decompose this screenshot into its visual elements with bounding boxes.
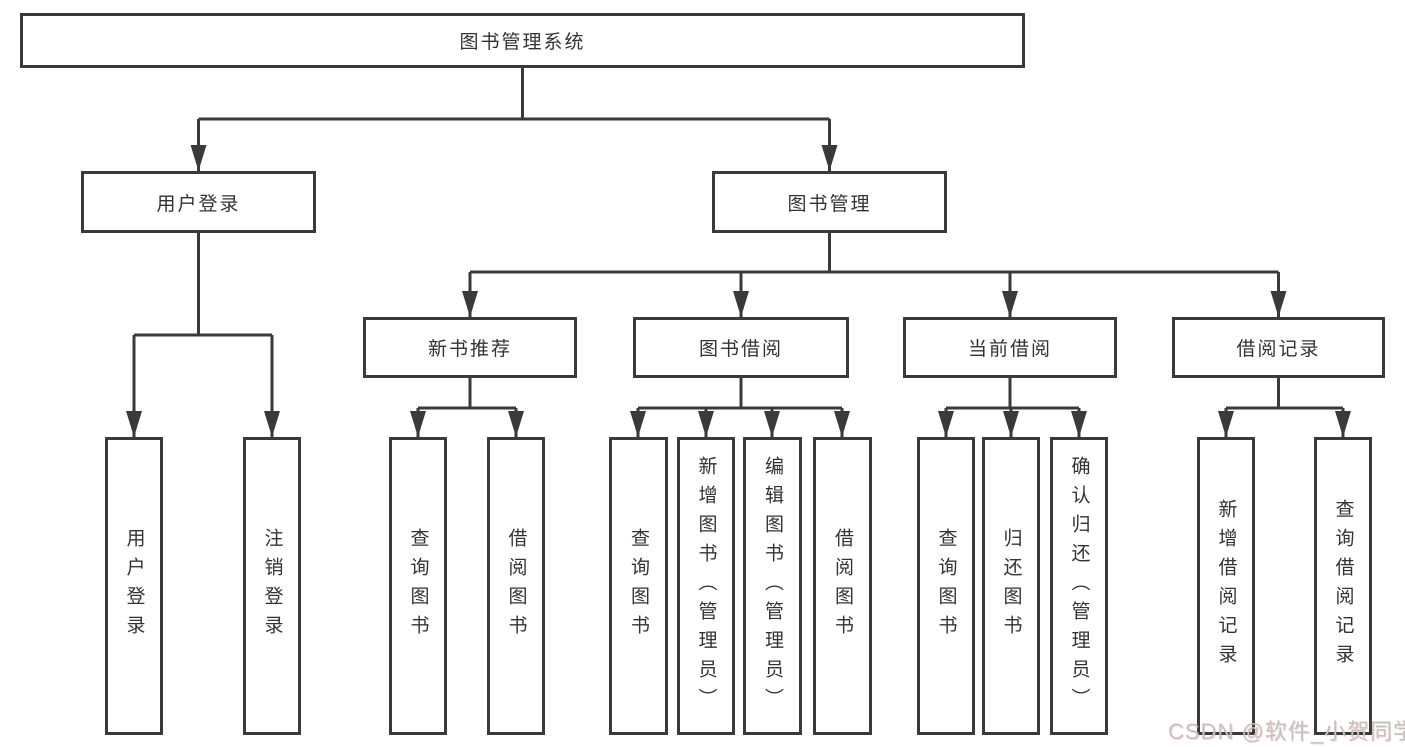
node-leaf-borrow-query-books: 查询图书 [609,437,668,735]
leaf-label: 借阅图书 [832,528,853,644]
leaf-label: 查询借阅记录 [1332,499,1354,673]
node-current-borrowing: 当前借阅 [903,317,1117,378]
node-book-borrowing: 图书借阅 [633,317,849,378]
leaf-label: 查询图书 [935,528,957,644]
node-borrow-records: 借阅记录 [1172,317,1385,378]
node-leaf-borrow-borrow-books: 借阅图书 [813,437,872,735]
node-leaf-current-return-books: 归还图书 [982,437,1040,735]
node-leaf-logout: 注销登录 [243,437,301,735]
node-leaf-borrow-edit-books-admin: 编辑图书（管理员） [743,437,802,735]
node-leaf-newrec-query-books: 查询图书 [389,437,447,735]
leaf-label: 归还图书 [1000,528,1022,644]
arrowheads [126,145,1351,437]
node-leaf-borrow-add-books-admin: 新增图书（管理员） [677,437,735,735]
csdn-watermark: CSDN @软件_小贺同学 [1168,719,1405,744]
leaf-label: 新增借阅记录 [1215,499,1237,673]
node-leaf-current-query-books: 查询图书 [917,437,975,735]
leaf-label: 新增图书（管理员） [695,455,717,717]
leaf-label: 用户登录 [123,528,145,644]
leaf-label: 注销登录 [261,528,283,644]
node-new-book-recommend: 新书推荐 [363,317,577,378]
node-leaf-query-borrow-record: 查询借阅记录 [1314,437,1372,735]
node-book-management: 图书管理 [712,171,947,233]
leaf-label: 借阅图书 [505,528,527,644]
node-user-login: 用户登录 [81,171,316,233]
leaf-label: 查询图书 [628,528,649,644]
leaf-label: 确认归还（管理员） [1068,455,1090,717]
node-leaf-current-confirm-return-admin: 确认归还（管理员） [1050,437,1108,735]
leaf-label: 编辑图书（管理员） [762,455,783,717]
node-library-system: 图书管理系统 [20,13,1025,68]
node-leaf-user-login: 用户登录 [105,437,163,735]
node-leaf-newrec-borrow-books: 借阅图书 [487,437,545,735]
node-leaf-add-borrow-record: 新增借阅记录 [1197,437,1255,735]
leaf-label: 查询图书 [407,528,429,644]
